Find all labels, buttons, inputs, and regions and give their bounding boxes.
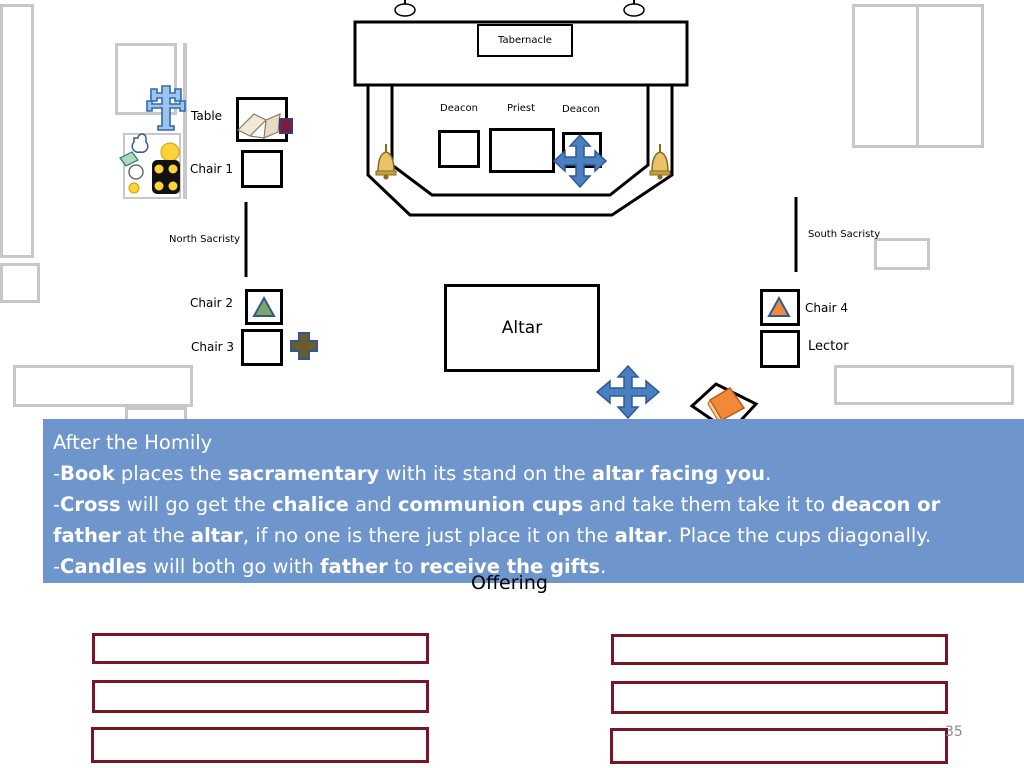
instruction-text: - (53, 555, 61, 578)
instruction-emphasis: communion cups (397, 493, 584, 516)
pew-left-2 (92, 680, 429, 713)
instruction-line: -Book places the sacramentary with its s… (53, 458, 1014, 489)
pew-left-1 (92, 633, 429, 664)
instruction-text: , if no one is there just place it on th… (242, 524, 615, 547)
instruction-line: father at the altar, if no one is there … (53, 520, 1014, 551)
page-number: 35 (945, 724, 963, 740)
priest-label: Priest (507, 103, 536, 114)
lector-box (760, 330, 800, 368)
chair1-label: Chair 1 (190, 162, 234, 176)
priest-seat (489, 128, 555, 173)
instruction-text: to (387, 555, 420, 578)
instruction-text: . (600, 555, 607, 578)
left-wall-block (0, 263, 40, 303)
left-frame-rail (183, 43, 187, 199)
deacon-left-seat (438, 130, 480, 168)
offering-label: Offering (471, 572, 548, 594)
south-sacristy-label: South Sacristy (808, 229, 881, 240)
instruction-emphasis: father (53, 524, 121, 547)
instruction-emphasis: father (320, 555, 388, 578)
instruction-text: at the (120, 524, 191, 547)
move-arrows-icon (553, 134, 607, 188)
instruction-emphasis: chalice (272, 493, 349, 516)
instruction-emphasis: altar (614, 524, 667, 547)
right-bench (834, 365, 1014, 405)
instruction-text: - (53, 493, 61, 516)
tabernacle-box: Tabernacle (477, 24, 573, 57)
instruction-emphasis: deacon or (831, 493, 941, 516)
right-small-box (874, 238, 930, 270)
deacon-right-label: Deacon (562, 104, 600, 115)
instruction-line: -Cross will go get the chalice and commu… (53, 489, 1014, 520)
instruction-lines: -Book places the sacramentary with its s… (53, 458, 1014, 582)
processional-cross-icon (146, 85, 186, 131)
instruction-text: with its stand on the (379, 462, 592, 485)
bell-left-icon (375, 144, 397, 180)
altar-label: Altar (501, 318, 543, 338)
pew-right-2 (611, 681, 948, 714)
pew-right-1 (611, 634, 948, 665)
chair3-box (241, 329, 283, 366)
chair1-box (241, 150, 283, 188)
candle-stand-right-icon (623, 0, 645, 17)
instruction-text: will go get the (120, 493, 273, 516)
tabernacle-label: Tabernacle (498, 35, 552, 46)
plus-marker-icon (290, 332, 318, 360)
instruction-emphasis: sacramentary (227, 462, 380, 485)
instruction-emphasis: Book (60, 462, 115, 485)
instruction-emphasis: Candles (60, 555, 147, 578)
chair3-label: Chair 3 (191, 340, 235, 354)
triangle-orange-marker-icon (767, 295, 791, 317)
instruction-text: - (53, 462, 61, 485)
instruction-text: will both go with (146, 555, 321, 578)
instruction-text: and take them take it to (583, 493, 832, 516)
triangle-marker-icon (252, 295, 276, 317)
chair4-label: Chair 4 (805, 301, 849, 315)
instruction-emphasis: receive the gifts (419, 555, 601, 578)
left-wall-panel (0, 4, 34, 258)
instruction-text: and (348, 493, 398, 516)
instruction-text: . (765, 462, 772, 485)
instruction-text: places the (114, 462, 228, 485)
deacon-left-label: Deacon (440, 103, 478, 114)
north-sacristy-label: North Sacristy (169, 234, 241, 245)
pew-left-3 (91, 727, 429, 763)
instruction-panel: After the Homily -Book places the sacram… (43, 419, 1024, 583)
left-bench (13, 365, 193, 407)
pew-right-3 (610, 728, 948, 764)
instruction-emphasis: altar facing you (591, 462, 766, 485)
right-cabinet-divider (916, 6, 919, 146)
instruction-text: . Place the cups diagonally. (666, 524, 932, 547)
instruction-emphasis: altar (190, 524, 243, 547)
instruction-line: -Candles will both go with father to rec… (53, 551, 1014, 582)
vessels-icon (119, 133, 181, 199)
chair2-label: Chair 2 (190, 296, 234, 310)
book-icon (236, 113, 293, 139)
altar-box: Altar (444, 284, 600, 372)
candle-stand-left-icon (394, 0, 416, 17)
lector-label: Lector (808, 339, 849, 354)
move-arrows-altar-icon (596, 365, 660, 419)
bell-right-icon (649, 144, 671, 180)
instruction-title: After the Homily (53, 431, 213, 454)
table-label: Table (191, 109, 223, 123)
instruction-emphasis: Cross (60, 493, 121, 516)
